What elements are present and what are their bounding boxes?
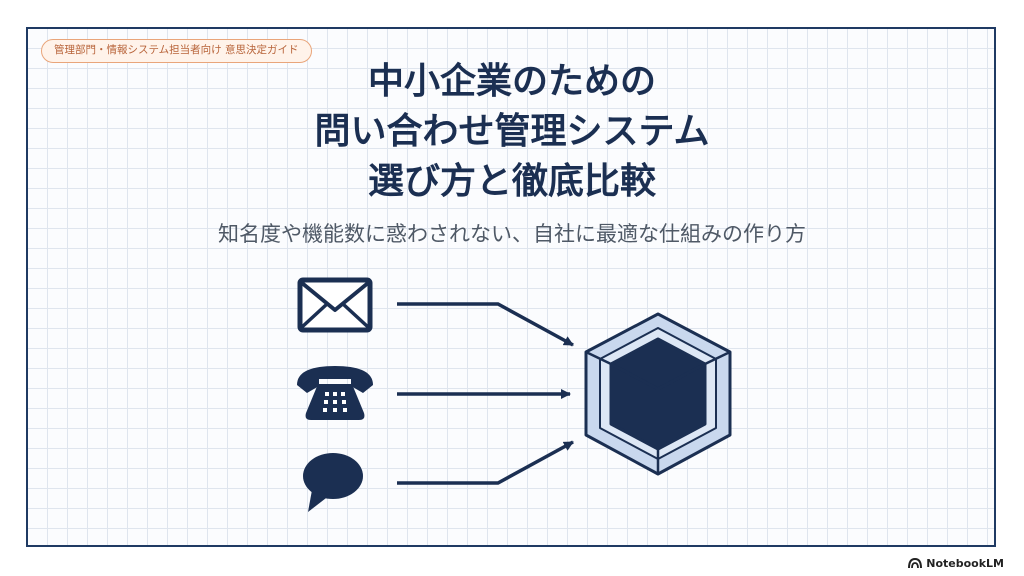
arrows [397, 302, 574, 485]
title-line-1: 中小企業のための [367, 61, 656, 102]
arrow-from-envelope [397, 302, 574, 347]
title-line-2: 問い合わせ管理システム [314, 111, 710, 152]
envelope-icon [297, 277, 373, 333]
speech-bubble-icon [303, 453, 363, 512]
cube-icon [584, 312, 732, 476]
audience-tag: 管理部門・情報システム担当者向け 意思決定ガイド [41, 39, 312, 63]
title-line-3: 選び方と徹底比較 [367, 161, 656, 202]
notebooklm-brand: NotebookLM [908, 555, 1004, 571]
slide-subtitle: 知名度や機能数に惑わされない、自社に最適な仕組みの作り方 [218, 222, 806, 246]
telephone-icon [297, 366, 373, 420]
brand-label: NotebookLM [926, 556, 1004, 570]
arrow-from-speech [397, 440, 574, 485]
grid-frame [26, 27, 996, 547]
notebooklm-logo-icon [908, 557, 923, 569]
slide-title: 中小企業のための 問い合わせ管理システム 選び方と徹底比較 [0, 57, 1024, 207]
